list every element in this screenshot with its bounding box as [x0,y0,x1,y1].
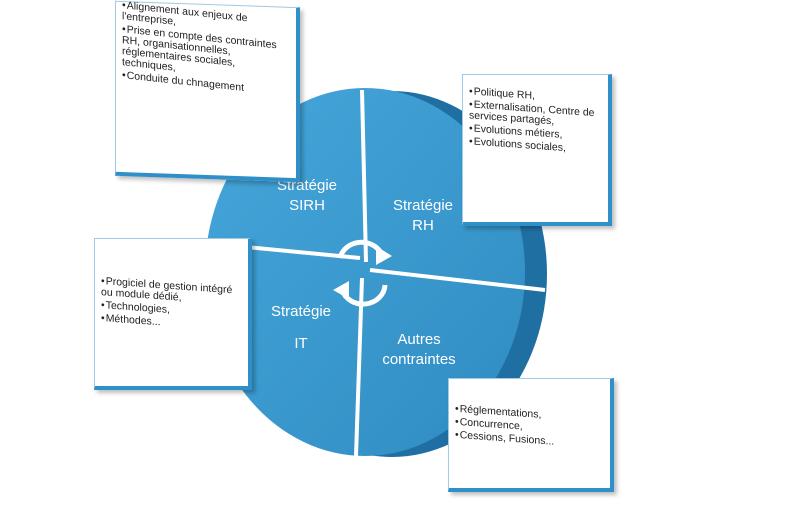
quadrant-label-it: Stratégie IT [270,303,332,352]
quadrant-label-autres: Autres contraintes [382,331,456,368]
separator-vertical-bottom [354,277,364,457]
arrow-head-bottom [333,281,349,299]
callout-sirh: Alignement aux enjeux de l'entreprise, P… [115,0,300,183]
callout-rh: Politique RH, Externalisation, Centre de… [462,74,612,226]
arrow-head-top [376,246,392,265]
callout-it: Progiciel de gestion intégré ou module d… [94,238,252,390]
quadrant-label-rh: Stratégie RH [392,197,454,234]
quadrant-label-sirh: Stratégie SIRH [276,177,338,214]
separator-horizontal-right [369,268,546,292]
separator-vertical-top [360,89,368,263]
callout-autres-contraintes: Réglementations, Concurrence, Cessions, … [448,378,614,492]
